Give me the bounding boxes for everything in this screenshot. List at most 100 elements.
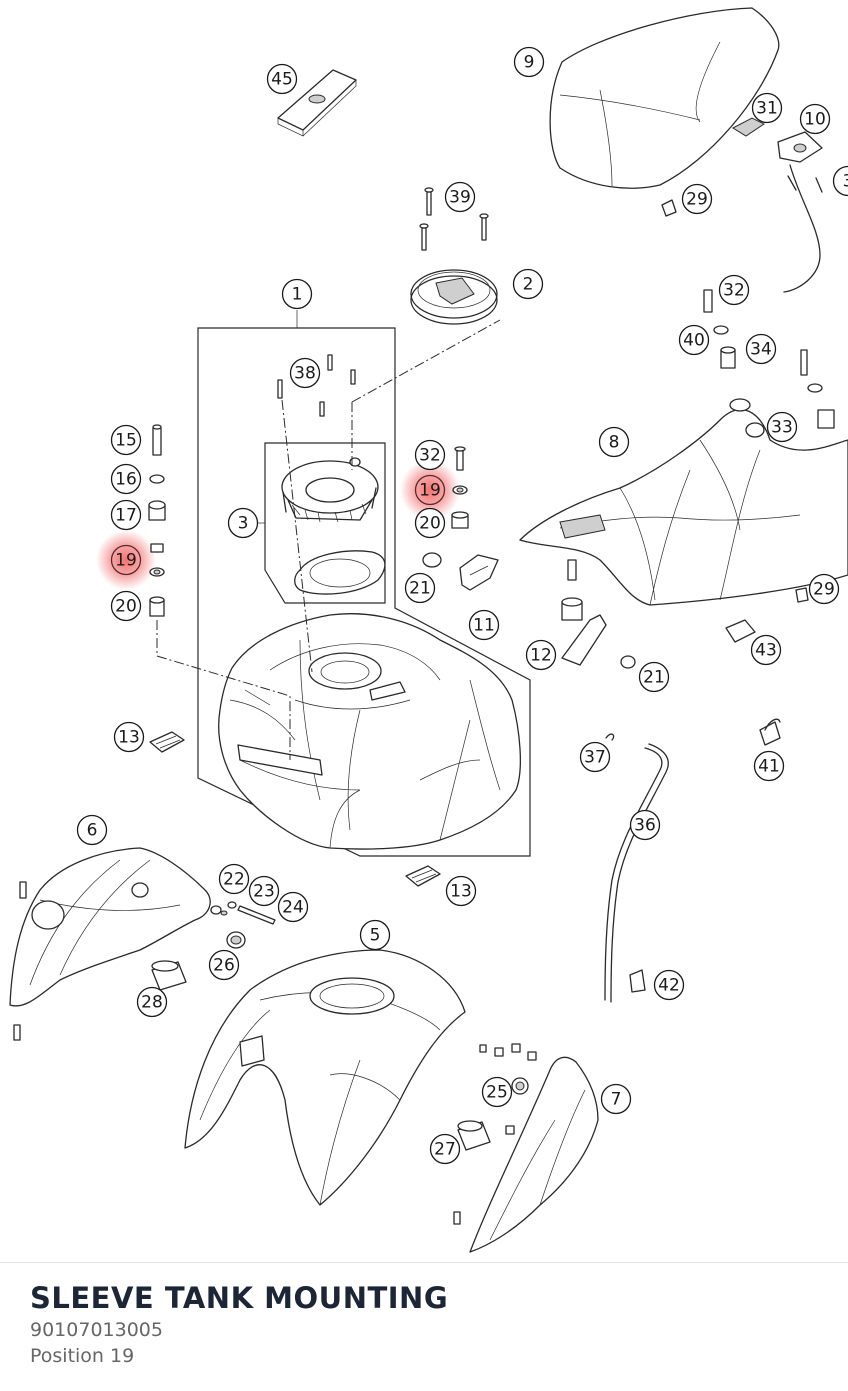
callout-text: 33: [771, 418, 793, 438]
part-grommet-25: [512, 1078, 528, 1094]
callout-text: 2: [523, 275, 534, 295]
part-sleeve-27: [458, 1121, 490, 1150]
callout-32[interactable]: 32: [720, 276, 749, 305]
callout-text: 36: [634, 816, 656, 836]
callout-39[interactable]: 39: [446, 183, 475, 212]
part-filler-cap: [411, 270, 497, 324]
callout-7[interactable]: 7: [602, 1085, 631, 1114]
callout-text: 43: [755, 641, 777, 661]
callout-43[interactable]: 43: [752, 636, 781, 665]
callout-38[interactable]: 38: [291, 359, 320, 388]
callout-text: 21: [409, 579, 431, 599]
callout-26[interactable]: 26: [210, 951, 239, 980]
callout-11[interactable]: 11: [470, 611, 499, 640]
callout-2[interactable]: 2: [514, 270, 543, 299]
callout-text: 41: [758, 757, 780, 777]
callout-9[interactable]: 9: [515, 48, 544, 77]
part-position: Position 19: [30, 1345, 134, 1367]
callout-text: 34: [750, 340, 772, 360]
part-info-panel: SLEEVE TANK MOUNTING 90107013005 Positio…: [0, 1262, 848, 1391]
callout-text: 23: [253, 882, 275, 902]
callout-20[interactable]: 20: [416, 509, 445, 538]
callout-text: 20: [115, 597, 137, 617]
callout-text: 17: [115, 506, 137, 526]
callout-23[interactable]: 23: [250, 877, 279, 906]
callout-text: 15: [115, 431, 137, 451]
callout-42[interactable]: 42: [655, 971, 684, 1000]
callout-text: 7: [611, 1090, 622, 1110]
part-title: SLEEVE TANK MOUNTING: [30, 1281, 448, 1315]
callout-1[interactable]: 1: [283, 280, 312, 309]
callout-45[interactable]: 45: [268, 65, 297, 94]
callout-text: 38: [294, 364, 316, 384]
part-number: 90107013005: [30, 1319, 163, 1341]
callout-22[interactable]: 22: [220, 865, 249, 894]
callout-text: 32: [419, 446, 441, 466]
callout-12[interactable]: 12: [527, 641, 556, 670]
callout-text: 19: [115, 551, 137, 571]
leader-line-3: [352, 320, 500, 402]
callout-text: 22: [223, 870, 245, 890]
callout-text: 37: [584, 748, 606, 768]
callout-text: 21: [643, 668, 665, 688]
callout-25[interactable]: 25: [483, 1078, 512, 1107]
callout-text: 3: [843, 172, 848, 192]
callout-3[interactable]: 3: [229, 509, 258, 538]
callout-text: 3: [238, 514, 249, 534]
callout-text: 45: [271, 70, 293, 90]
callout-33[interactable]: 33: [768, 413, 797, 442]
callout-24[interactable]: 24: [279, 893, 308, 922]
callout-text: 9: [524, 53, 535, 73]
callout-13[interactable]: 13: [115, 723, 144, 752]
callout-text: 32: [723, 281, 745, 301]
callout-37[interactable]: 37: [581, 743, 610, 772]
callout-text: 10: [804, 110, 826, 130]
callout-text: 12: [530, 646, 552, 666]
part-rear-seat: [550, 8, 779, 188]
callout-text: 39: [449, 188, 471, 208]
callout-19-highlighted[interactable]: 19: [416, 476, 445, 505]
callout-text: 25: [486, 1083, 508, 1103]
callout-41[interactable]: 41: [755, 752, 784, 781]
callout-13[interactable]: 13: [447, 877, 476, 906]
callout-19-highlighted[interactable]: 19: [112, 546, 141, 575]
part-seat-switch: [733, 118, 822, 292]
callout-8[interactable]: 8: [600, 428, 629, 457]
callout-36[interactable]: 36: [631, 811, 660, 840]
callout-6[interactable]: 6: [78, 816, 107, 845]
part-vent-hose: [605, 734, 668, 1002]
callout-text: 13: [118, 728, 140, 748]
callout-15[interactable]: 15: [112, 426, 141, 455]
callout-21[interactable]: 21: [406, 574, 435, 603]
callout-text: 28: [141, 993, 163, 1013]
part-sleeve-28: [152, 961, 186, 990]
callout-17[interactable]: 17: [112, 501, 141, 530]
callout-5[interactable]: 5: [361, 921, 390, 950]
callout-text: 29: [686, 190, 708, 210]
callout-text: 24: [282, 898, 304, 918]
callout-40[interactable]: 40: [680, 326, 709, 355]
callout-text: 20: [419, 514, 441, 534]
callout-34[interactable]: 34: [747, 335, 776, 364]
callout-27[interactable]: 27: [431, 1135, 460, 1164]
callout-31[interactable]: 31: [753, 94, 782, 123]
callout-29[interactable]: 29: [683, 185, 712, 214]
part-fuel-pump-flange: [282, 458, 378, 522]
callout-21[interactable]: 21: [640, 663, 669, 692]
callout-text: 19: [419, 481, 441, 501]
callout-text: 8: [609, 433, 620, 453]
part-grommet-26: [227, 932, 245, 948]
callout-16[interactable]: 16: [112, 465, 141, 494]
callout-29[interactable]: 29: [810, 575, 839, 604]
callout-text: 16: [115, 470, 137, 490]
callout-labels: 4593110329392132403438338153219161732019…: [78, 48, 848, 1164]
callout-20[interactable]: 20: [112, 592, 141, 621]
callout-3[interactable]: 3: [834, 167, 848, 196]
callout-32[interactable]: 32: [416, 441, 445, 470]
callout-text: 1: [292, 285, 303, 305]
part-tank-cover: [185, 950, 465, 1205]
callout-10[interactable]: 10: [801, 105, 830, 134]
part-side-cover-right: [454, 1044, 598, 1252]
part-pump-gasket: [295, 551, 385, 594]
callout-28[interactable]: 28: [138, 988, 167, 1017]
